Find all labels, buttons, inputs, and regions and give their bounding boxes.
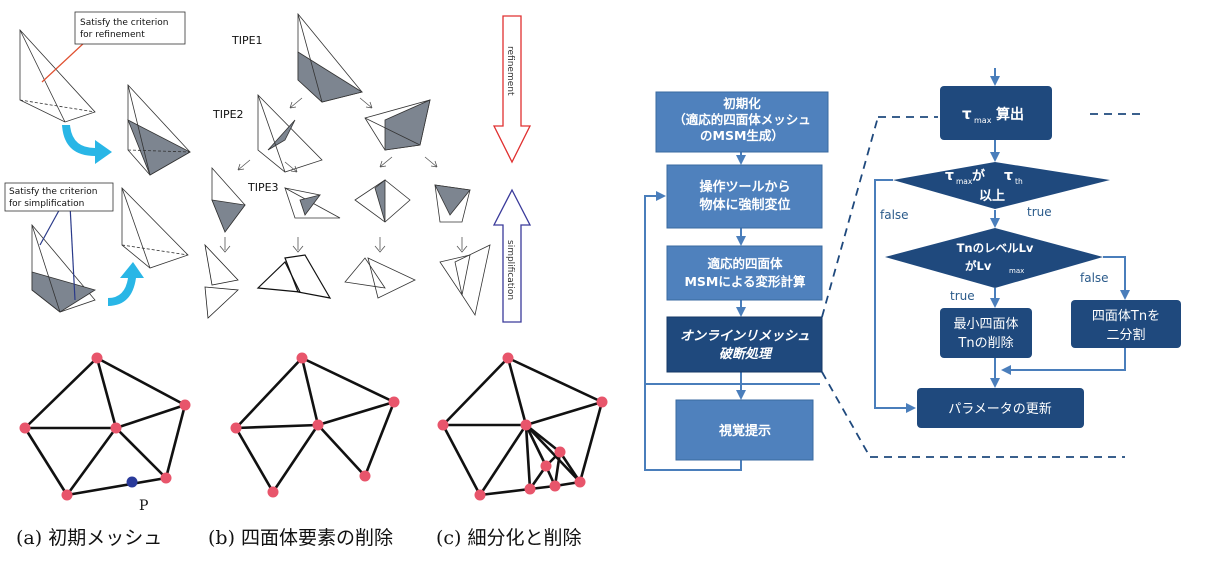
svg-text:パラメータの更新: パラメータの更新 xyxy=(948,401,1052,417)
tetrahedra-panel: Satisfy the criterion for refinement Sat… xyxy=(4,11,532,323)
mesh-b xyxy=(230,352,400,498)
box-visual: 視覚提示 xyxy=(675,399,814,461)
type2-label: TIPE2 xyxy=(212,108,244,121)
callout-refine: Satisfy the criterion for refinement xyxy=(74,11,186,45)
svg-text:物体に強制変位: 物体に強制変位 xyxy=(699,197,790,213)
type1-label: TIPE1 xyxy=(231,34,263,47)
false-label-1: false xyxy=(880,208,909,222)
svg-text:が: が xyxy=(972,168,985,184)
cyan-arrow-simplify xyxy=(108,262,144,306)
refinement-arrow: refinement xyxy=(492,15,532,164)
svg-text:操作ツールから: 操作ツールから xyxy=(699,179,790,195)
svg-text:算出: 算出 xyxy=(996,106,1024,123)
tetra-refine-candidate xyxy=(19,28,96,123)
tree-arrows-l2 xyxy=(237,156,438,173)
svg-text:max: max xyxy=(974,116,992,125)
svg-text:二分割: 二分割 xyxy=(1106,327,1145,343)
tree-tetra-l2-b xyxy=(284,187,341,219)
svg-text:以上: 以上 xyxy=(979,189,1005,204)
type3-label: TIPE3 xyxy=(247,181,279,194)
svg-text:初期化: 初期化 xyxy=(723,96,761,111)
expansion-lines xyxy=(821,113,1145,458)
svg-text:simplification: simplification xyxy=(505,240,515,300)
svg-text:Satisfy the criterion: Satisfy the criterion xyxy=(9,187,97,197)
tetra-refined xyxy=(127,83,191,176)
svg-text:Satisfy the criterion: Satisfy the criterion xyxy=(80,18,168,28)
box-tool: 操作ツールから 物体に強制変位 xyxy=(666,164,823,229)
point-p-label: P xyxy=(139,498,148,514)
svg-text:for simplification: for simplification xyxy=(9,199,84,209)
svg-text:破断処理: 破断処理 xyxy=(719,346,773,362)
svg-text:Tnの削除: Tnの削除 xyxy=(957,336,1013,351)
tetra-simplified xyxy=(121,187,189,269)
svg-text:オンラインリメッシュ: オンラインリメッシュ xyxy=(680,329,810,344)
svg-text:τ: τ xyxy=(962,105,972,123)
tree-tetra-root xyxy=(297,12,364,103)
box-update: パラメータの更新 xyxy=(917,388,1084,428)
svg-text:TnのレベルLv: TnのレベルLv xyxy=(957,241,1034,255)
true-label-2: true xyxy=(950,289,975,303)
tree-tetra-l3-b xyxy=(256,254,332,299)
box-deform: 適応的四面体 MSMによる変形計算 xyxy=(666,245,823,301)
svg-text:MSMによる変形計算: MSMによる変形計算 xyxy=(684,274,806,289)
tree-tetra-l2-a xyxy=(211,166,246,233)
box-split: 四面体Tnを 二分割 xyxy=(1071,300,1181,348)
cyan-arrow-refine xyxy=(62,125,112,164)
mesh-a: P xyxy=(19,352,191,514)
simplification-arrow: simplification xyxy=(492,188,532,323)
point-p-marker xyxy=(126,476,138,488)
svg-text:がLv: がLv xyxy=(965,259,992,273)
box-init: 初期化 （適応的四面体メッシュ のMSM生成） xyxy=(655,91,829,153)
box-delete: 最小四面体 Tnの削除 xyxy=(940,308,1032,358)
callout-simplify: Satisfy the criterion for simplification xyxy=(4,182,114,212)
flowchart: 初期化 （適応的四面体メッシュ のMSM生成） 操作ツールから 物体に強制変位 … xyxy=(644,68,1181,471)
tetra-simplify-candidate xyxy=(31,204,96,313)
tree-tetra-l1-right xyxy=(364,99,431,151)
branch-labels: false true true false xyxy=(880,205,1109,303)
tree-arrows-l3 xyxy=(219,237,468,253)
svg-text:th: th xyxy=(1015,177,1023,186)
box-tau-calc: τ max 算出 xyxy=(940,86,1052,140)
decision-level: TnのレベルLv がLv max xyxy=(885,228,1103,288)
mesh-captions: (a) 初期メッシュ (b) 四面体要素の削除 (c) 細分化と削除 xyxy=(16,527,582,549)
false-label-2: false xyxy=(1080,271,1109,285)
tree-tetra-l3-c xyxy=(344,257,416,299)
true-label-1: true xyxy=(1027,205,1052,219)
svg-text:四面体Tnを: 四面体Tnを xyxy=(1092,309,1160,324)
caption-c: (c) 細分化と削除 xyxy=(436,527,582,549)
svg-text:τ: τ xyxy=(1004,168,1013,184)
mesh-c xyxy=(437,352,608,501)
svg-text:のMSM生成）: のMSM生成） xyxy=(700,128,784,143)
svg-text:max: max xyxy=(956,177,973,186)
svg-text:適応的四面体: 適応的四面体 xyxy=(707,256,783,271)
decision-tau: τ max が τ th 以上 xyxy=(893,162,1110,209)
svg-text:for refinement: for refinement xyxy=(80,30,145,40)
svg-text:視覚提示: 視覚提示 xyxy=(718,423,771,439)
tree-tetra-l3-a xyxy=(204,243,239,319)
tree-tetra-l2-d xyxy=(434,184,471,223)
tree-tetra-l2-c xyxy=(354,179,411,223)
box-remesh: オンラインリメッシュ 破断処理 xyxy=(666,316,823,373)
svg-text:refinement: refinement xyxy=(505,46,515,96)
tree-tetra-l1-left xyxy=(257,94,323,173)
svg-text:max: max xyxy=(1009,267,1024,275)
svg-text:τ: τ xyxy=(945,168,954,184)
caption-a: (a) 初期メッシュ xyxy=(16,527,162,549)
tree-tetra-l3-d xyxy=(439,244,491,317)
caption-b: (b) 四面体要素の削除 xyxy=(208,527,393,549)
tree-arrows-l1 xyxy=(289,97,373,109)
svg-text:最小四面体: 最小四面体 xyxy=(953,317,1018,332)
svg-text:（適応的四面体メッシュ: （適応的四面体メッシュ xyxy=(673,112,811,127)
